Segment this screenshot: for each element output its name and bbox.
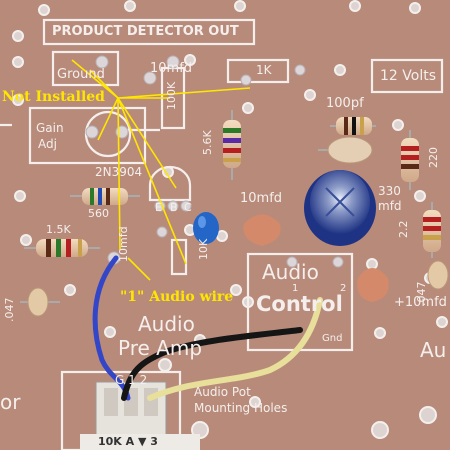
pot-connector [80,381,200,450]
resistor-5-6k [223,110,241,180]
audio-control-title: Audio [262,260,319,284]
r220-label: 220 [427,147,440,168]
resistor-220 [401,130,419,190]
pin-c-label: C [184,201,192,214]
mfd-top-label: 10mfd [150,61,193,76]
capacitor-ceramic-tan-right [427,260,449,290]
capacitor-ceramic-tan-left [20,287,60,317]
audio-control-gnd: Gnd [322,333,343,344]
or-fragment: or [0,390,21,414]
audio-wire-annotation: "1" Audio wire [120,289,234,305]
r1-5k-label: 1.5K [46,223,71,236]
r1k-label: 1K [256,63,272,77]
au-fragment: Au [420,338,447,362]
capacitor-100pf [318,136,373,164]
cap047-left-label: .047 [3,297,16,323]
volts-box [370,58,444,94]
gain-adj-box [28,106,147,165]
adj-label: Adj [38,137,57,151]
capacitor-orange-10mfd-mid [243,214,281,246]
mfd-mid-label: 10mfd [240,191,283,206]
r5-6k-label: 5.6K [201,130,214,155]
pf100-label: 100pf [326,96,364,111]
pot-mounting-line-2: Mounting Holes [194,401,288,415]
wire-blue [92,255,131,401]
cap047-right-label: .047 [415,281,428,307]
audio-pre-amp-line-1: Audio [138,312,195,336]
r100k-label: 100K [165,81,178,110]
capacitor-blue-small [193,212,219,244]
resistor-1-5k [24,239,100,257]
ground-label: Ground [57,67,105,82]
audio-amp-box [170,238,188,276]
capacitor-330mfd [304,170,376,246]
pot-box [60,370,182,450]
transistor-outline [148,165,192,202]
pot-part-label: 10K A ▼ 3 [98,435,158,448]
volts-label: 12 Volts [380,68,436,84]
pin-b-label: B [170,201,178,214]
r10k-label: 10K [197,238,210,260]
cap330-label-2: mfd [378,199,402,213]
mfd-right-label: +10mfd [394,295,447,310]
audio-control-pin-2: 2 [340,283,347,294]
annotation-arrows [71,59,251,281]
audio-pre-amp-line-2: Pre Amp [118,336,203,360]
ground-box [51,50,120,87]
mfd-left-label: 10mfd [117,226,130,262]
pin-e-label: E [155,201,162,214]
r560-label: 560 [88,207,109,220]
pot-mounting-line-1: Audio Pot [194,385,251,399]
transistor-label: 2N3904 [95,165,143,179]
capacitor-orange-10mfd-right [357,268,389,302]
audio-control-pin-1: 1 [292,283,299,294]
resistor-2-2 [423,202,441,258]
resistor-560 [70,188,140,205]
header-box [42,18,256,46]
r1k-box [226,58,290,84]
via-holes [12,0,448,439]
pot-pin-labels: G 1 2 [115,373,148,387]
solder-pads [85,55,344,268]
gain-label: Gain [36,121,64,135]
wire-black [121,327,303,401]
resistor-top-horizontal [330,117,376,135]
cap330-label-1: 330 [378,184,401,198]
header-label: PRODUCT DETECTOR OUT [52,24,239,39]
wire-yellow [147,297,323,401]
not-installed-annotation: Not Installed [2,89,105,105]
audio-control-subtitle: Control [256,292,343,316]
r2-2-label: 2.2 [397,220,410,239]
